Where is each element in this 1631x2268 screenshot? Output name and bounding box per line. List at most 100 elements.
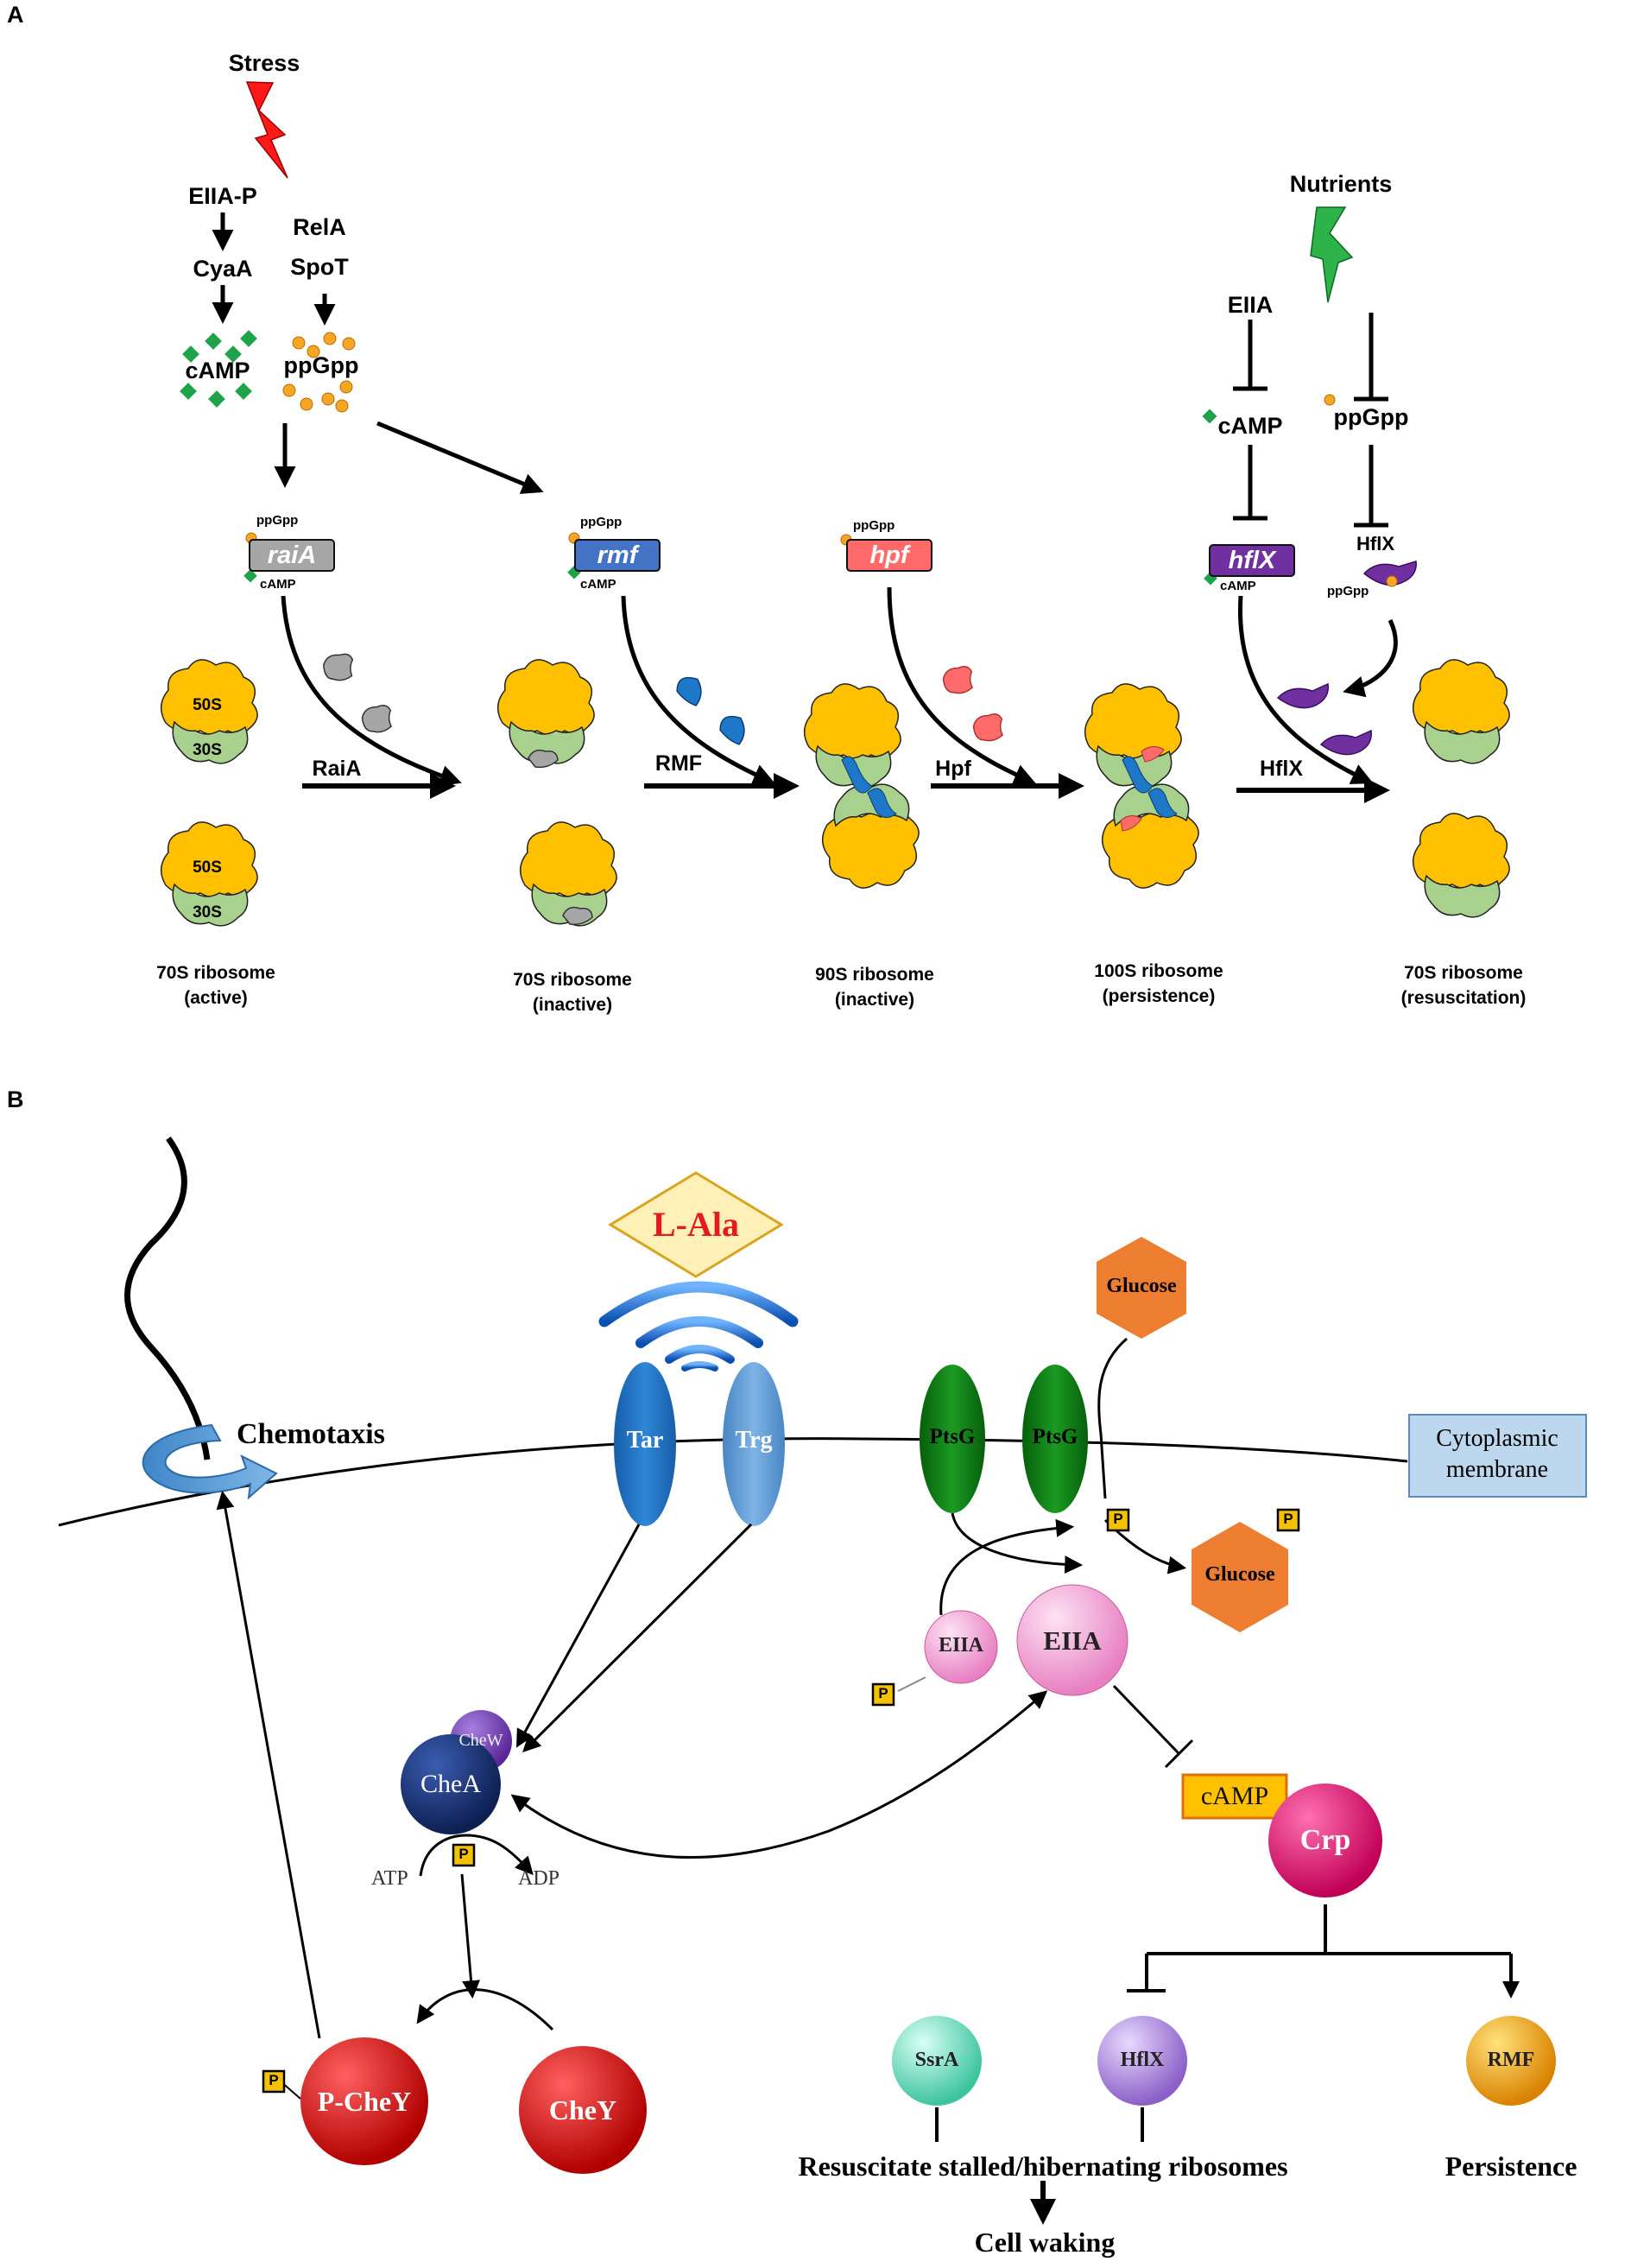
rmf-circle [1466,2016,1556,2106]
ssra-label: SsrA [914,2049,959,2071]
ppgpp-molecules-icon [282,332,356,413]
cyaa-label: CyaA [193,256,253,282]
flagellum-icon [124,1136,211,1460]
cytoplasmic-membrane-box [1408,1414,1587,1498]
camp-tag-hflx: cAMP [1220,579,1256,593]
rmf-protein-icon [676,676,745,745]
panel-b [58,1136,1587,2225]
ptsg-transporter-1 [920,1365,985,1513]
arrow-chea-eiia [510,1690,1048,1859]
subunit-50s-label-1: 50S [193,696,222,714]
crp-label: Crp [1299,1824,1351,1856]
ppgpp-tag-hflx: ppGpp [1327,584,1369,599]
hflx-protein-icon [1276,561,1417,756]
p-label-glucose: P [1283,1511,1293,1527]
eiia-p-label: EIIA-P [188,183,257,209]
glucose-hexagon-phosphorylated [1192,1522,1288,1632]
gene-rmf-box: rmf [574,539,661,572]
arrow-hflx-protein [1343,618,1398,698]
cell-waking-label: Cell waking [974,2227,1116,2258]
p-label-eiia: P [878,1685,888,1701]
hflx-protein-label: HflX [1260,757,1303,781]
trg-receptor [723,1362,785,1526]
cytoplasmic-membrane-line [58,1437,1408,1527]
ppgpp-tag-rmf: ppGpp [580,515,623,529]
camp-label-a: cAMP [1217,413,1283,439]
ssra-circle [892,2016,982,2106]
panel-a-label: A [7,2,24,28]
camp-tag-rmf: cAMP [580,577,616,592]
caption-90s-inactive: 90S ribosome(inactive) [815,965,934,1010]
glucose-label-top: Glucose [1106,1275,1177,1297]
eiia-phosphorylated-circle [924,1610,998,1684]
glucose-hexagon-top [1097,1237,1186,1339]
subunit-30s-label-2: 30S [193,903,222,922]
ppgpp-label: ppGpp [283,352,359,378]
caption-70s-inactive: 70S ribosome(inactive) [513,970,632,1015]
subunit-50s-label-2: 50S [193,858,222,877]
gene-raia-box: raiA [249,539,335,572]
arrow-to-rmf [376,421,544,494]
p-chey-circle [300,2037,428,2165]
chea-label: CheA [420,1770,481,1798]
chea-circle [401,1734,501,1834]
subunit-30s-label-1: 30S [193,741,222,759]
chemotaxis-rotation-icon [142,1423,278,1500]
ppgpp-tag-hpf: ppGpp [853,518,895,533]
camp-label: cAMP [185,358,250,383]
camp-box [1181,1773,1288,1820]
nutrients-bolt-icon [1310,206,1354,303]
ribosome-90s-inactive [803,683,920,889]
hflx-label-b: HflX [1120,2049,1165,2071]
eiia-p-circle-label: EIIA [938,1634,984,1657]
hflx-circle [1097,2016,1187,2106]
raia-protein-icon [321,651,396,737]
l-ala-diamond-icon [608,1171,784,1278]
ptsg-label-1: PtsG [929,1425,976,1448]
ribosome-70s-inactive [496,659,617,927]
adp-label: ADP [518,1867,560,1890]
panel-a [160,81,1510,927]
spot-label: SpoT [290,254,349,280]
panel-b-label: B [7,1086,24,1112]
stress-label: Stress [228,50,300,76]
ptsg-transporter-2 [1022,1365,1088,1513]
eiia-label-a: EIIA [1227,292,1274,318]
raia-protein-label: RaiA [312,757,362,781]
caption-70s-active: 70S ribosome(active) [156,963,275,1008]
arrow-hflx-expression [1237,595,1374,784]
l-ala-label: L-Ala [653,1205,739,1244]
tar-label: Tar [626,1427,664,1454]
stress-bolt-icon [245,81,288,179]
p-label-ptsg: P [1113,1511,1123,1527]
gene-hflx-box: hflX [1209,544,1295,577]
crp-circle [1268,1783,1382,1897]
chemotaxis-label: Chemotaxis [237,1418,385,1450]
p-label-chey: P [269,2072,279,2088]
rmf-protein-label: RMF [654,751,703,776]
hpf-protein-label: Hpf [935,757,971,781]
atp-label: ATP [371,1867,408,1890]
hflx-label-a: HflX [1356,533,1394,554]
ppgpp-tag-raia: ppGpp [256,513,299,528]
arrow-raia-expression [281,595,462,787]
nutrients-label: Nutrients [1289,171,1393,197]
arrow-hpf-expression [887,586,1036,785]
camp-tag-raia: cAMP [260,577,296,592]
p-label-chea: P [458,1846,469,1862]
ribosome-100s-persistence [1084,683,1199,889]
p-chey-label: P-CheY [317,2086,412,2117]
rela-label: RelA [293,214,346,240]
camp-box-label: cAMP [1200,1782,1269,1810]
ptsg-label-2: PtsG [1032,1425,1078,1448]
chew-label: CheW [458,1731,503,1750]
ppgpp-label-a: ppGpp [1333,404,1409,430]
signal-waves-icon [598,1281,799,1372]
glucose-label-bottom: Glucose [1204,1563,1275,1586]
ribosome-70s-resuscitation [1412,659,1510,918]
eiia-circle-label: EIIA [1043,1625,1102,1656]
caption-100s-persistence: 100S ribosome(persistence) [1094,961,1223,1006]
gene-hpf-box: hpf [846,539,932,572]
